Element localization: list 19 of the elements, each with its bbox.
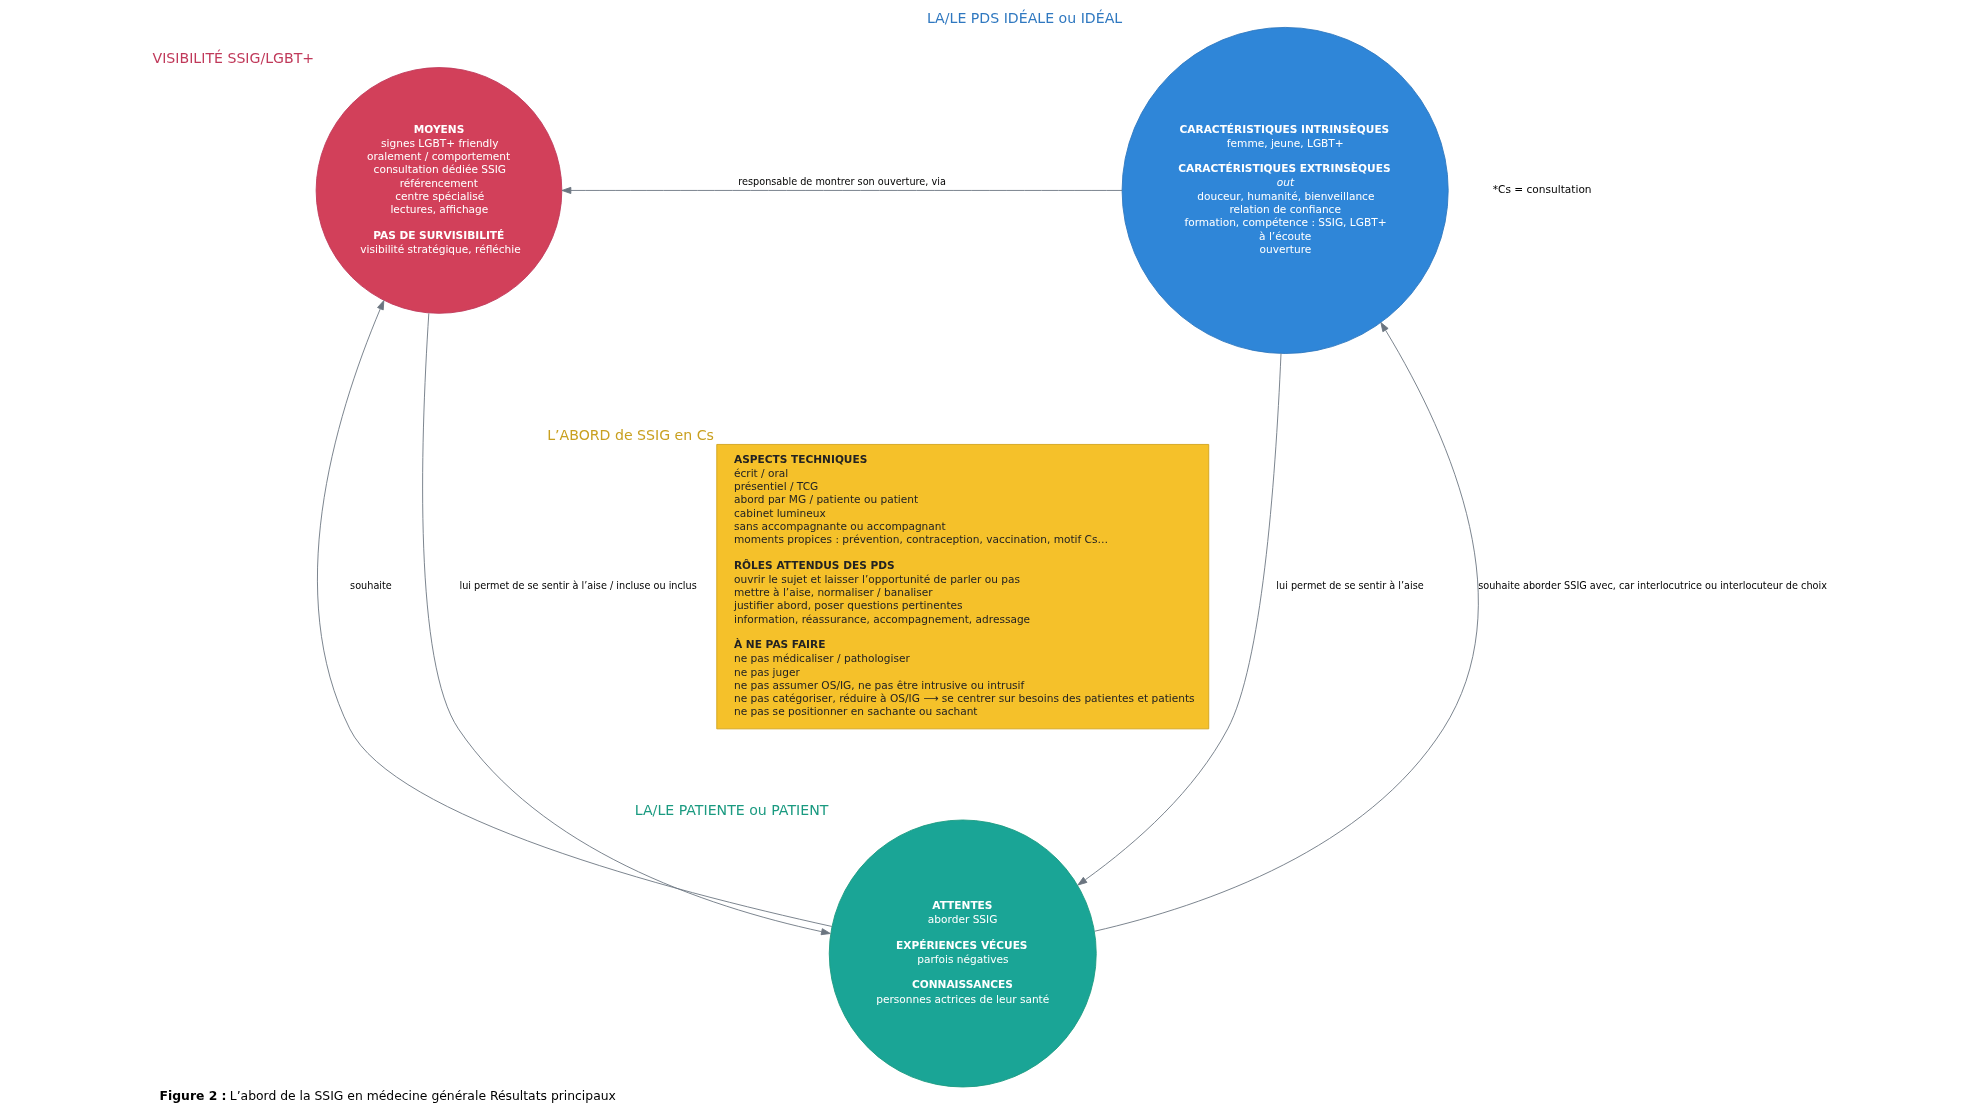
edge-label: responsable de montrer son ouverture, via (738, 175, 946, 187)
arrow (1077, 353, 1282, 886)
arrow (1094, 322, 1479, 932)
node-circle: ATTENTES aborder SSIG EXPÉRIENCES VÉCUES parfois négatives CONNAISSANCES personnes actrices de leur santé (828, 819, 1097, 1088)
caption: Figure 2 : L’abord de la SSIG en médecine générale Résultats principaux (159, 1088, 616, 1103)
node-circle: CARACTÉRISTIQUES INTRINSÈQUES femme, jeune, LGBT+ CARACTÉRISTIQUES EXTRINSÈQUES out douceur, humanité, bienveillance relation de confiance formation, compétence : SSIG, LGBT+ à l’écoute ouverture (1121, 26, 1449, 354)
edge-label: lui permet de se sentir à l’aise (1276, 580, 1424, 592)
node-label: LA/LE PATIENTE ou PATIENT (634, 802, 829, 819)
edge-label: souhaite (350, 580, 392, 592)
node-label: VISIBILITÉ SSIG/LGBT+ (152, 49, 315, 66)
edge-label: lui permet de se sentir à l’aise / incluse ou inclus (459, 580, 697, 592)
arrow (561, 186, 1123, 194)
arrow (422, 312, 831, 936)
node-label: L’ABORD de SSIG en Cs (547, 426, 714, 443)
node-label: LA/LE PDS IDÉALE ou IDÉAL (926, 9, 1123, 26)
label: *Cs = consultation (1492, 183, 1592, 196)
edge-label: souhaite aborder SSIG avec, car interlocutrice ou interlocuteur de choix (1478, 580, 1827, 592)
arrow (317, 300, 833, 927)
node-box: ASPECTS TECHNIQUES écrit / oral présentiel / TCG abord par MG / patiente ou patient cabinet lumineux sans accompagnante ou accompagnant moments propices : prévention, contraception, vaccination, motif Cs… RÔLES ATTENDUS DES PDS ouvrir le sujet et laisser l’opportunité de parler ou pas mettre à l’aise, normaliser / banaliser justifier abord, poser questions pertinentes information, réassurance, accompagnement, adressage À NE PAS FAIRE ne pas médicaliser / pathologiser ne pas juger ne pas assumer OS/IG, ne pas être intrusive ou intrusif ne pas catégoriser, réduire à OS/IG ⟶ se centrer sur besoins des patientes et patients ne pas se positionner en sachante ou sachant (716, 444, 1210, 730)
